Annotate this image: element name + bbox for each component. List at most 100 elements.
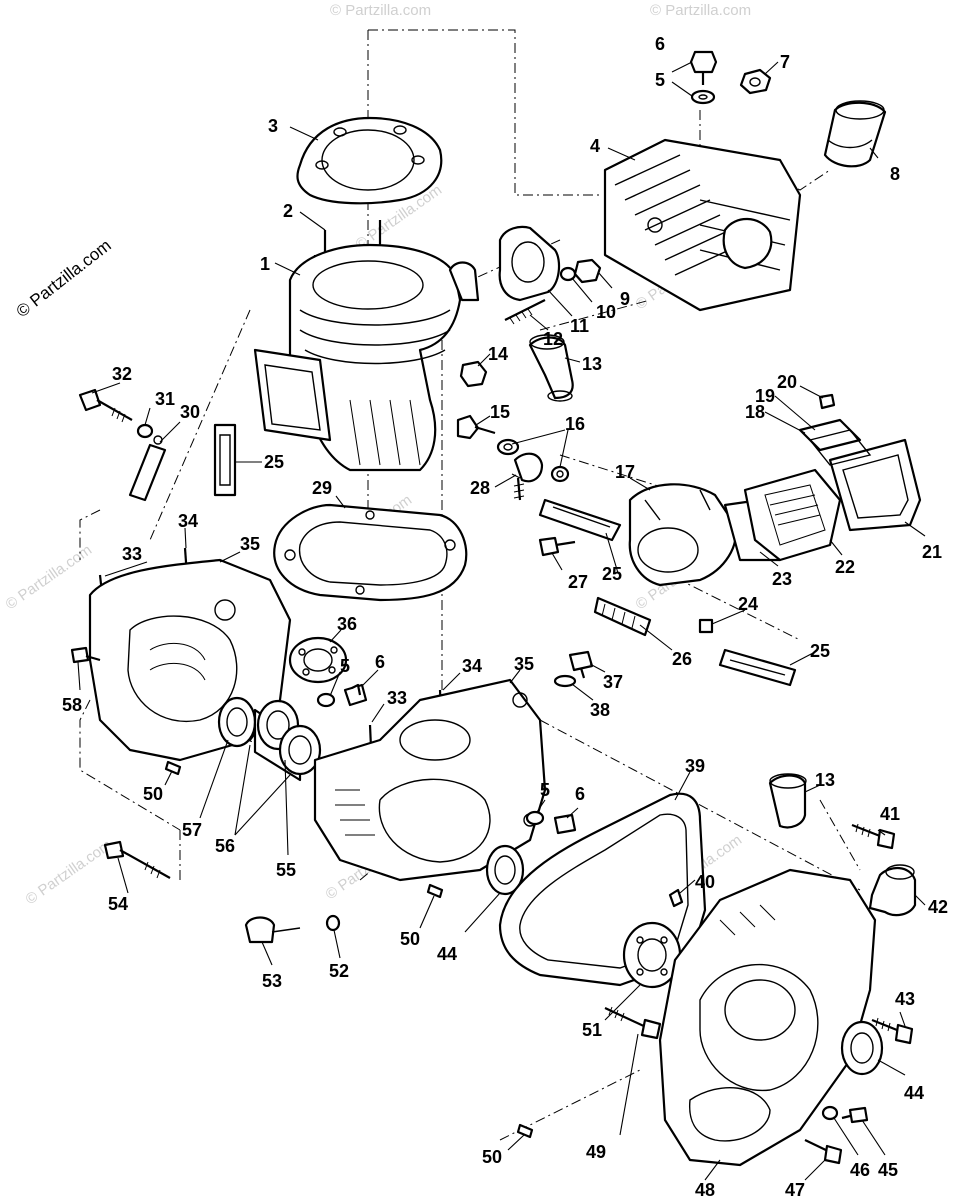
callout-label: 6 [655, 34, 665, 54]
callout-label: 45 [878, 1160, 898, 1180]
sealing-washer [496, 438, 520, 456]
cover-bolt [851, 823, 896, 850]
dowel-pin [668, 888, 684, 908]
callout-label: 42 [928, 897, 948, 917]
callout-label: 6 [575, 784, 585, 804]
reed-screw [818, 393, 836, 410]
reed-petals [808, 429, 872, 466]
flange-bolt [538, 536, 576, 557]
callout-label: 30 [180, 402, 200, 422]
callout-label: 32 [112, 364, 132, 384]
callout-label: 50 [482, 1147, 502, 1167]
long-bolt [78, 388, 133, 423]
callout-label: 44 [904, 1083, 924, 1103]
callout-label: 15 [490, 402, 510, 422]
callout-label: 48 [695, 1180, 715, 1200]
washer [690, 89, 716, 105]
callout-label: 33 [122, 544, 142, 564]
callout-label: 20 [777, 372, 797, 392]
callout-label: 10 [596, 302, 616, 322]
nut [739, 68, 772, 95]
lock-washer [559, 266, 577, 282]
cylinder-head [603, 138, 802, 312]
callout-label: 13 [582, 354, 602, 374]
flat-washer [821, 1105, 839, 1121]
callout-label: 34 [462, 656, 482, 676]
callout-label: 41 [880, 804, 900, 824]
callout-label: 1 [260, 254, 270, 274]
crankshaft-bearings [253, 699, 322, 782]
faint-watermark: © Partzilla.com [330, 2, 431, 19]
oil-seal [840, 1020, 884, 1076]
callout-label: 5 [340, 656, 350, 676]
callout-label: 50 [143, 784, 163, 804]
partzilla-watermark: © Partzilla.com [13, 236, 115, 322]
head-bolt [689, 50, 718, 85]
callout-label: 31 [155, 389, 175, 409]
crank-seal [217, 696, 257, 748]
callout-label: 39 [685, 756, 705, 776]
case-bolt [103, 840, 171, 879]
hose-clamp [538, 498, 622, 542]
callout-label: 18 [745, 402, 765, 422]
drain-plug [553, 813, 577, 835]
callout-label: 29 [312, 478, 332, 498]
flange-nut [573, 258, 602, 284]
callout-label: 38 [590, 700, 610, 720]
callout-label: 5 [540, 780, 550, 800]
callout-label: 36 [337, 614, 357, 634]
oil-seal [485, 844, 525, 896]
head-gasket [296, 116, 443, 205]
drive-bolt [70, 646, 101, 664]
washer [316, 692, 336, 708]
small-screw [698, 618, 714, 634]
intake-manifold [628, 483, 738, 587]
cap-nut [459, 360, 488, 388]
banjo-fitting [513, 452, 544, 501]
reed-spacer [828, 438, 922, 532]
flat-washer [136, 423, 154, 439]
callout-label: 33 [387, 688, 407, 708]
callout-label: 19 [755, 386, 775, 406]
callout-label: 9 [620, 289, 630, 309]
callout-label: 49 [586, 1142, 606, 1162]
reed-valve [743, 468, 842, 562]
callout-label: 35 [240, 534, 260, 554]
callout-labels: 3 2 1 4 6 5 7 8 9 10 11 12 13 14 15 16 1… [62, 34, 948, 1200]
bolt [456, 414, 496, 440]
output-bearing [622, 921, 682, 989]
cover-bolt [604, 1006, 662, 1040]
oil-plug [568, 650, 594, 679]
cylinder [253, 220, 480, 472]
faint-watermark: © Partzilla.com [650, 2, 751, 19]
dowel-pin [516, 1123, 534, 1139]
thermostat-housing [823, 100, 887, 168]
callout-label: 50 [400, 929, 420, 949]
faint-watermark: © Partzilla.com [23, 836, 116, 908]
manifold-gasket [498, 225, 561, 302]
washer [525, 810, 545, 826]
callout-label: 35 [514, 654, 534, 674]
callout-label: 25 [810, 641, 830, 661]
cover-bolt [804, 1139, 843, 1165]
callout-label: 57 [182, 820, 202, 840]
callout-label: 11 [570, 316, 589, 336]
callout-label: 25 [602, 564, 622, 584]
callout-label: 6 [375, 652, 385, 672]
callout-label: 46 [850, 1160, 870, 1180]
callout-label: 34 [178, 511, 198, 531]
crankcase-right [313, 678, 547, 882]
callout-label: 14 [488, 344, 508, 364]
callout-label: 4 [590, 136, 600, 156]
water-elbow [528, 334, 574, 402]
callout-label: 37 [603, 672, 623, 692]
callout-label: 58 [62, 695, 82, 715]
callout-label: 53 [262, 971, 282, 991]
dowel-pin [426, 883, 444, 899]
sealing-washer [550, 465, 570, 483]
callout-label: 56 [215, 836, 235, 856]
dowel-pin [164, 760, 182, 776]
leader-lines [77, 61, 926, 1181]
callout-label: 28 [470, 478, 490, 498]
water-elbow [768, 773, 807, 829]
